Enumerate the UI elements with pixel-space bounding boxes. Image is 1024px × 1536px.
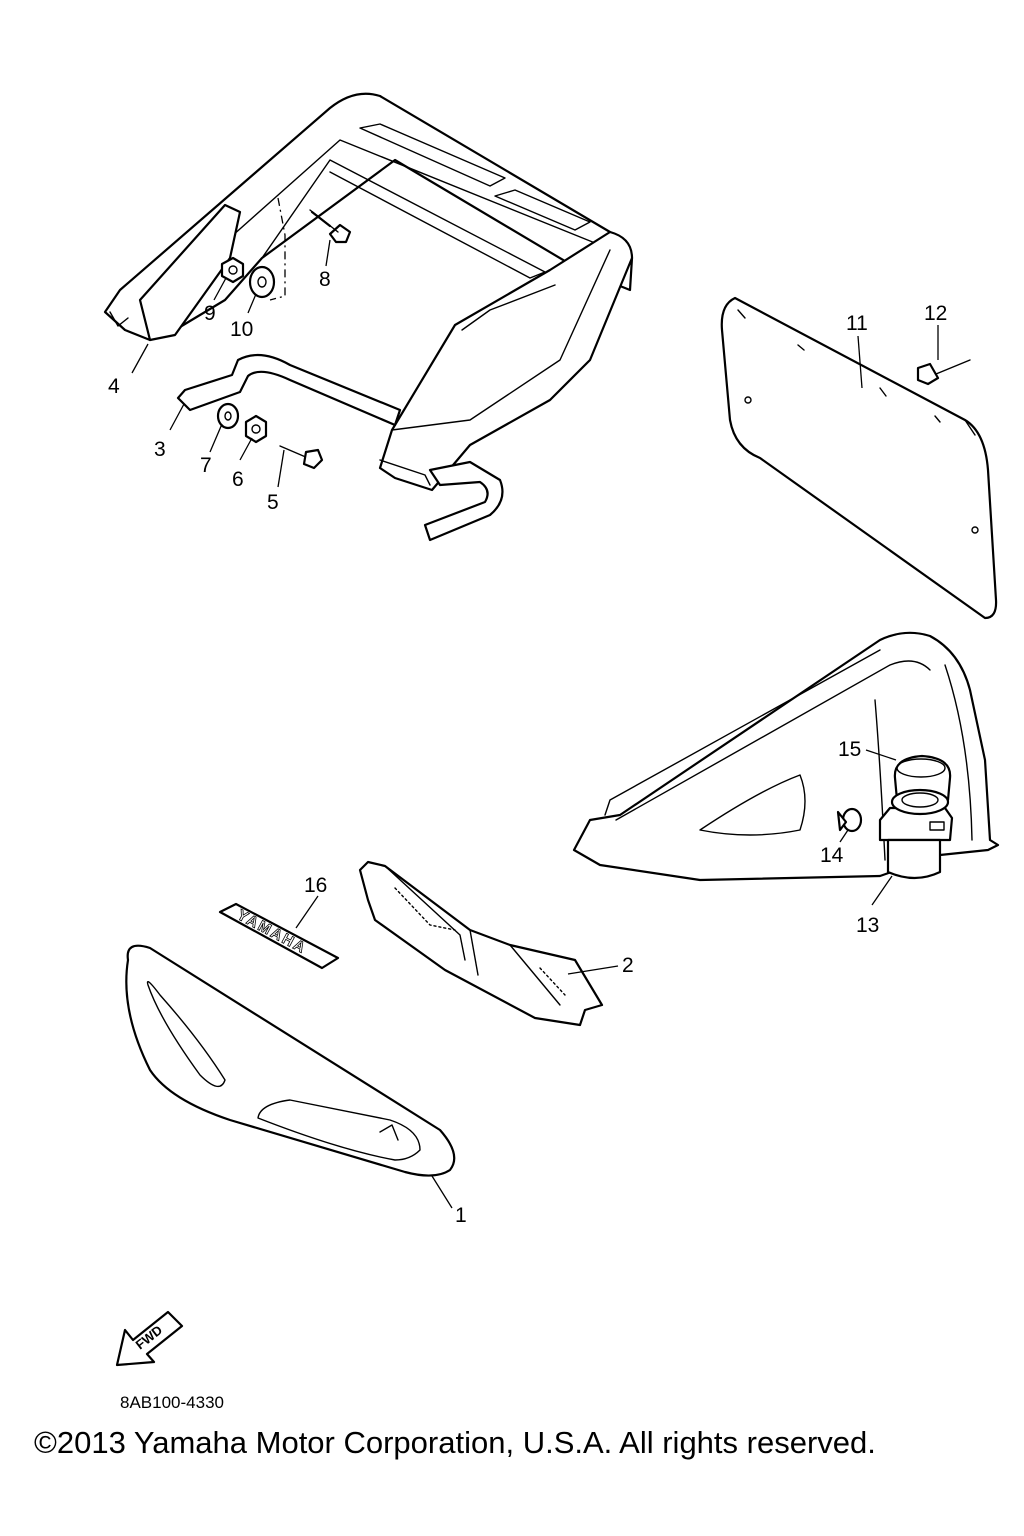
callout-11: 11 <box>846 312 868 335</box>
hardware-group <box>216 197 352 470</box>
callout-5: 5 <box>267 491 279 514</box>
reflector-strip <box>358 860 604 1027</box>
callout-1: 1 <box>455 1204 467 1227</box>
copyright-notice: ©2013 Yamaha Motor Corporation, U.S.A. A… <box>34 1425 876 1460</box>
callout-10: 10 <box>230 318 253 341</box>
lower-support-bar <box>176 353 504 542</box>
callout-13: 13 <box>856 914 879 937</box>
bow-handle <box>125 944 456 1177</box>
callout-16: 16 <box>304 874 327 897</box>
plastic-clip <box>836 807 863 833</box>
callout-numbers: 1 2 3 4 5 6 7 8 9 10 11 12 13 14 15 16 <box>108 268 947 1227</box>
callout-4: 4 <box>108 375 120 398</box>
callout-9: 9 <box>204 302 216 325</box>
decal-text: YAMAHA <box>234 907 309 958</box>
forward-arrow-icon: FWD <box>115 1310 184 1367</box>
leader-lines <box>131 239 939 1209</box>
diagram-code: 8AB100-4330 <box>120 1393 224 1412</box>
callout-3: 3 <box>154 438 166 461</box>
callout-14: 14 <box>820 844 844 867</box>
cover-panel <box>720 296 998 620</box>
hose-fitting <box>878 788 954 880</box>
callout-12: 12 <box>924 302 947 325</box>
rear-handle-frame <box>103 92 634 492</box>
callout-15: 15 <box>838 738 861 761</box>
callout-8: 8 <box>319 268 331 291</box>
callout-7: 7 <box>200 454 212 477</box>
push-rivet <box>916 359 971 386</box>
callout-6: 6 <box>232 468 244 491</box>
yamaha-decal: YAMAHA <box>218 902 340 970</box>
callout-2: 2 <box>622 954 634 977</box>
